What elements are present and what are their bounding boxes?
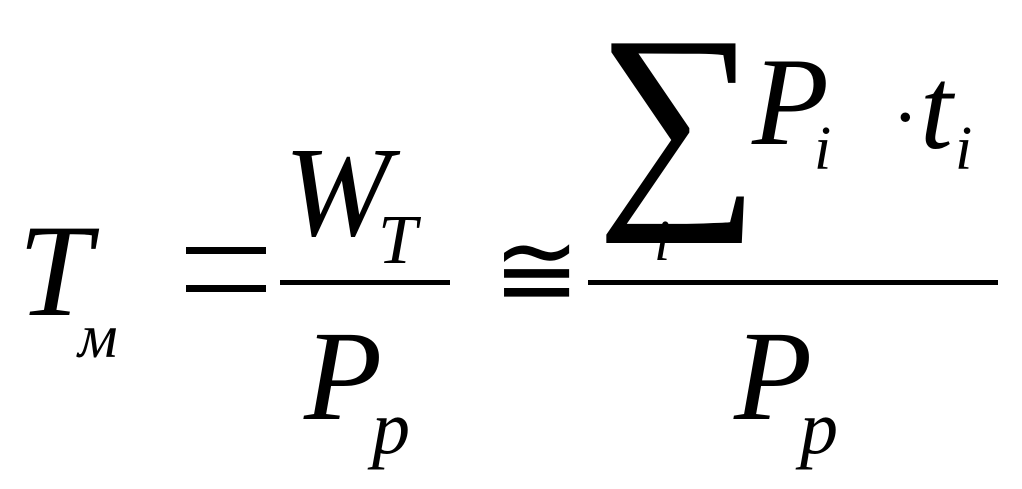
fraction1-bar: [280, 280, 450, 285]
fraction1-numerator-subscript: T: [378, 202, 417, 279]
lhs-subscript: м: [78, 303, 118, 371]
fraction2-term2-subscript: i: [955, 115, 973, 183]
fraction1-denominator-subscript: p: [372, 386, 410, 470]
fraction2-denominator-subscript: p: [800, 386, 838, 470]
fraction2-term2-symbol: t: [920, 43, 953, 174]
equals-bar-bottom: [186, 285, 266, 292]
fraction2-term1-subscript: i: [814, 115, 832, 183]
fraction2-denominator-symbol: P: [734, 305, 813, 447]
fraction1-numerator-symbol: W: [284, 121, 391, 263]
fraction2-term1-symbol: P: [752, 33, 829, 172]
sum-sign: ∑: [596, 0, 760, 244]
lhs-symbol: T: [18, 197, 92, 344]
equals-bar-top: [186, 247, 266, 254]
fraction1-denominator-symbol: P: [304, 305, 383, 447]
fraction2-bar: [588, 280, 998, 285]
sum-index: i: [654, 208, 671, 273]
approx-equal-sign: ≅: [493, 214, 581, 329]
multiplication-dot: ·: [892, 74, 919, 162]
